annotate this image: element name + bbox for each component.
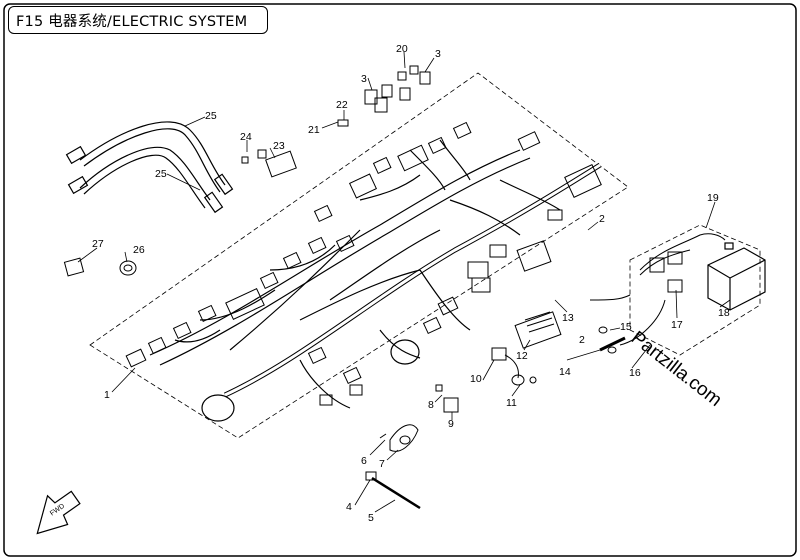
bracket <box>379 424 419 452</box>
callout-21: 21 <box>308 124 320 136</box>
callout-10: 10 <box>470 373 482 385</box>
callout-2-cable: 2 <box>579 334 585 346</box>
cable-tie <box>365 471 421 510</box>
callout-16: 16 <box>629 367 641 379</box>
callout-13: 13 <box>562 312 574 324</box>
callout-11: 11 <box>506 397 517 409</box>
callout-19: 19 <box>707 192 719 204</box>
main-wire-harness <box>149 139 602 409</box>
leader-lines <box>77 51 731 513</box>
callout-6: 6 <box>361 455 367 467</box>
small-relay <box>435 384 459 413</box>
battery-cables <box>589 233 726 354</box>
relay-parts <box>241 65 431 178</box>
callout-4: 4 <box>346 501 352 513</box>
sensor-leads <box>65 121 234 214</box>
callout-20: 20 <box>396 43 408 55</box>
callout-7: 7 <box>379 458 385 470</box>
callout-5: 5 <box>368 512 374 524</box>
harness-connectors <box>125 121 602 406</box>
callout-9: 9 <box>448 418 454 430</box>
speed-sensor <box>491 347 537 386</box>
callout-24: 24 <box>240 131 252 143</box>
harness-main-plug <box>201 394 235 422</box>
callout-17: 17 <box>671 319 683 331</box>
callout-3-left: 3 <box>361 73 367 85</box>
fwd-arrow <box>36 490 81 535</box>
watermark: Partzilla.com <box>627 327 726 411</box>
harness-outline-dashed <box>89 72 629 439</box>
callout-22: 22 <box>336 99 348 111</box>
callout-25-top: 25 <box>205 110 217 122</box>
callout-12: 12 <box>516 350 528 362</box>
diagram-title-box: F15 电器系统/ELECTRIC SYSTEM <box>8 6 268 34</box>
page-frame <box>3 3 797 557</box>
callout-8: 8 <box>428 399 434 411</box>
battery <box>707 242 766 311</box>
loose-parts-left <box>63 257 137 277</box>
callout-25-bottom: 25 <box>155 168 167 180</box>
callout-1: 1 <box>104 389 110 401</box>
diagram-title: F15 电器系统/ELECTRIC SYSTEM <box>16 13 248 30</box>
callout-3-right: 3 <box>435 48 441 60</box>
callout-23: 23 <box>273 140 285 152</box>
regulator <box>514 311 562 349</box>
callout-labels: 1 2 2 3 3 4 5 6 7 8 9 10 11 12 13 14 15 … <box>92 43 730 524</box>
callout-2-harness: 2 <box>599 213 605 225</box>
callout-14: 14 <box>559 366 571 378</box>
callout-15: 15 <box>620 321 632 333</box>
callout-26: 26 <box>133 244 145 256</box>
battery-outline-dashed <box>629 224 761 356</box>
harness-round-plug <box>390 339 420 365</box>
callout-18: 18 <box>718 307 730 319</box>
callout-27: 27 <box>92 238 104 250</box>
